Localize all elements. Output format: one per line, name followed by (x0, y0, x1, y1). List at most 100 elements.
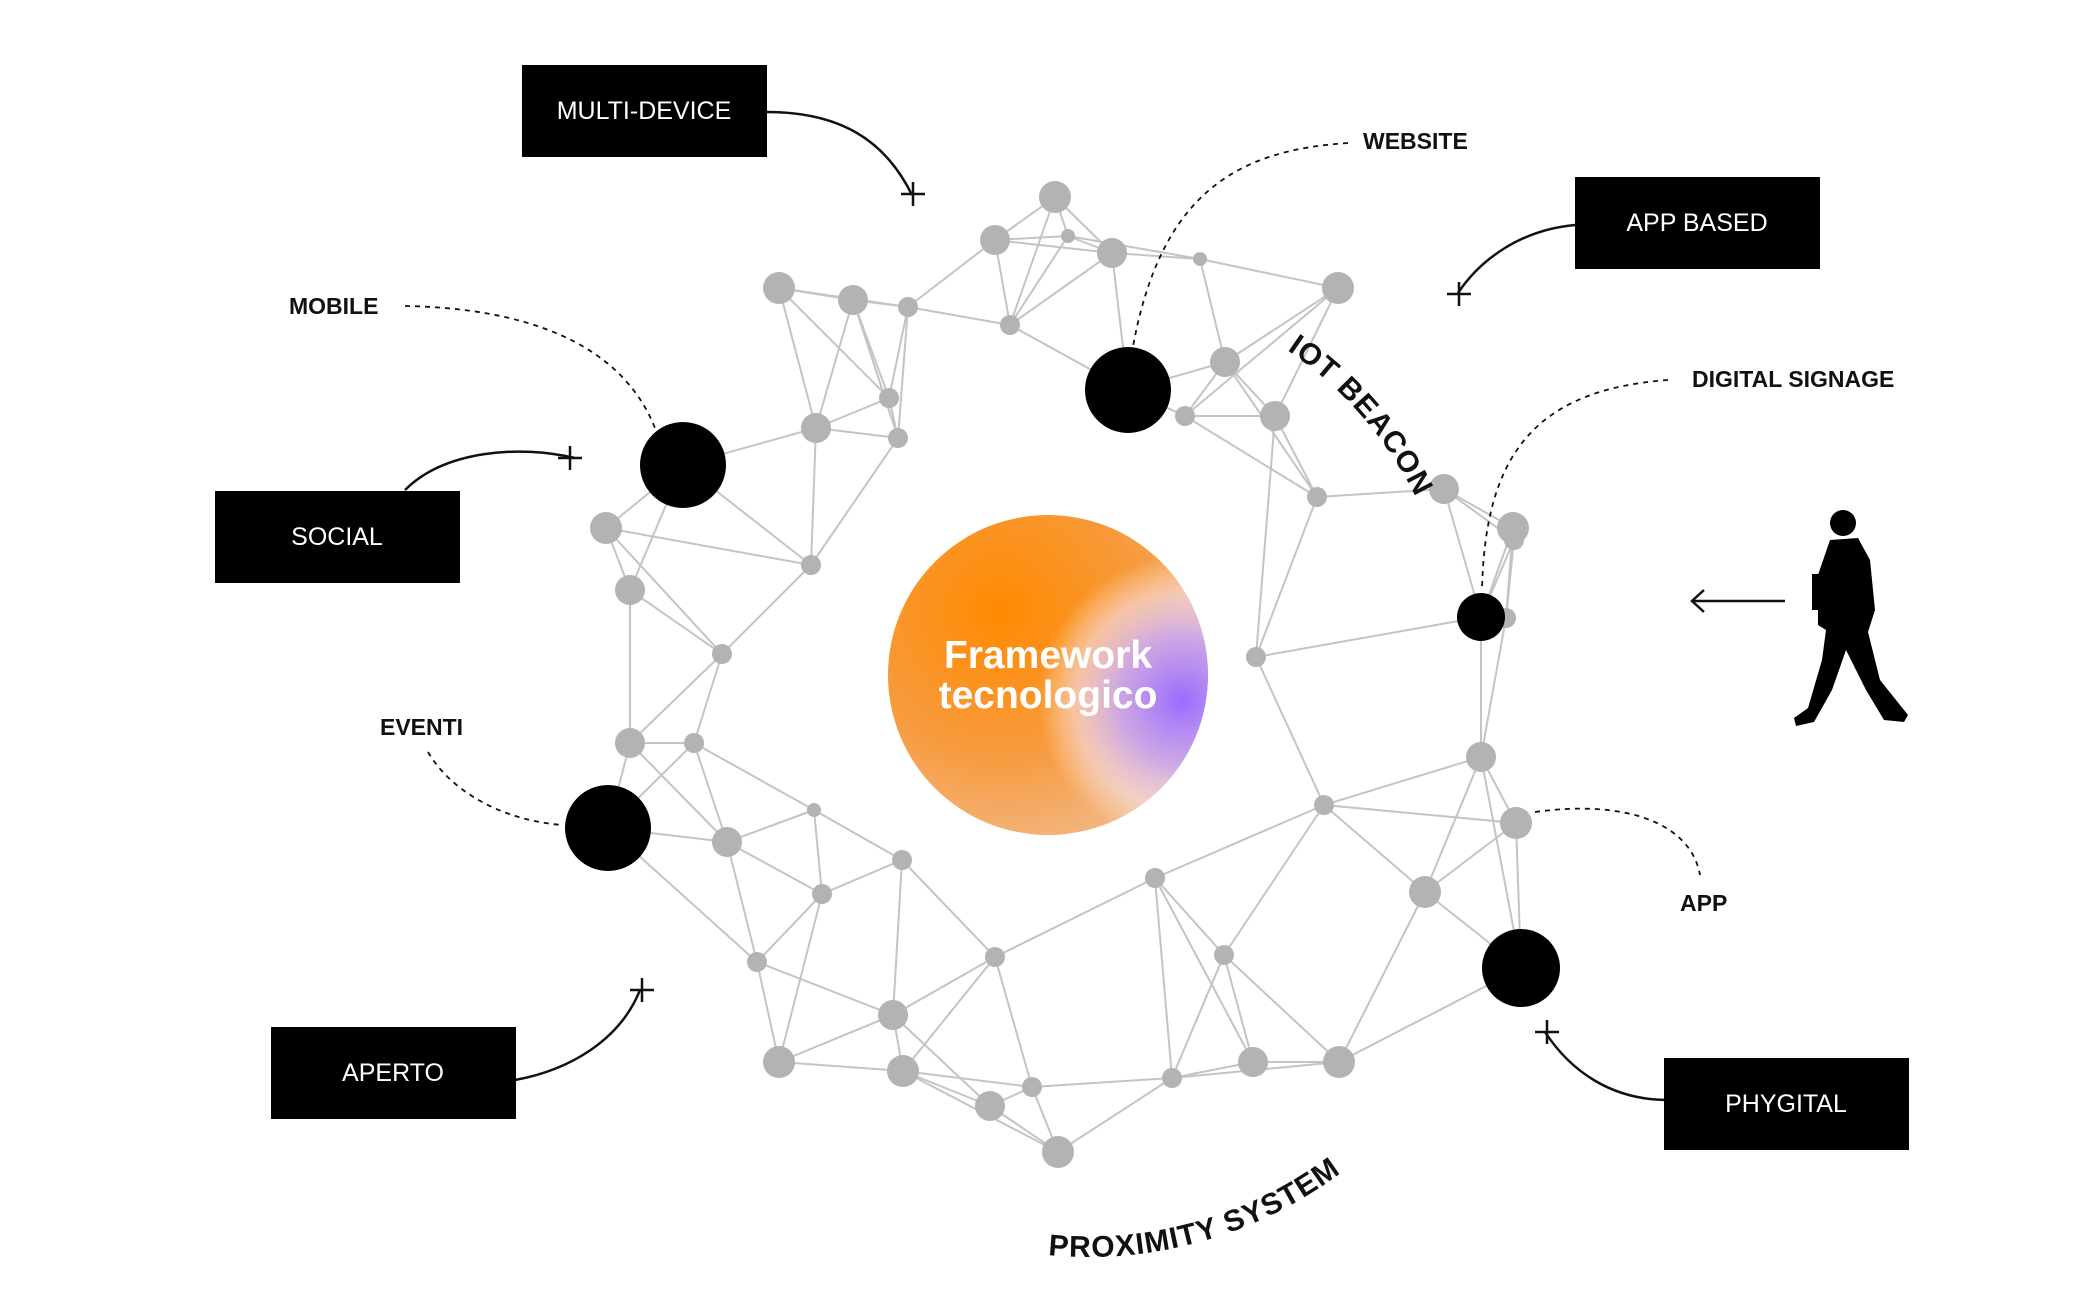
social-label: SOCIAL (291, 523, 383, 551)
network-node (1322, 272, 1354, 304)
network-edge (1338, 891, 1426, 1063)
mobile-label: MOBILE (289, 293, 378, 319)
network-node (892, 850, 912, 870)
network-edge (1154, 804, 1325, 879)
network-edge (693, 742, 728, 843)
network-node (615, 575, 645, 605)
network-edge (1154, 877, 1225, 956)
network-edge (897, 306, 909, 439)
app-label: APP (1680, 890, 1727, 916)
network-node (888, 428, 908, 448)
network-edge (810, 427, 817, 566)
network-edge (629, 742, 728, 843)
arrow-left-icon (1690, 589, 1785, 613)
network-edge (902, 956, 996, 1072)
network-node (763, 1046, 795, 1078)
network-edge (1255, 496, 1318, 658)
highlight-node (1085, 347, 1171, 433)
network-edge (810, 437, 899, 566)
network-node (747, 952, 767, 972)
network-edge (907, 239, 996, 308)
network-node (1238, 1047, 1268, 1077)
network-edge (1223, 954, 1254, 1063)
dashed-mobile (404, 305, 656, 429)
network-edge (892, 1014, 991, 1107)
network-node (1409, 876, 1441, 908)
network-node (1193, 252, 1207, 266)
network-node (879, 388, 899, 408)
app-based-box: APP BASED (1575, 177, 1820, 269)
center-circle: Framework tecnologico (888, 515, 1208, 835)
cross-marker (1535, 1020, 1559, 1044)
connector-app-based (1456, 223, 1576, 294)
network-edge (1067, 235, 1201, 260)
network-node (1314, 795, 1334, 815)
network-edge (994, 877, 1156, 958)
social-box: SOCIAL (215, 491, 460, 583)
network-edge (1031, 1077, 1173, 1088)
cross-marker (558, 446, 582, 470)
network-node (807, 803, 821, 817)
network-edge (852, 299, 899, 439)
network-edge (1255, 415, 1276, 658)
solid-connectors (404, 110, 1669, 1102)
phygital-label: PHYGITAL (1725, 1090, 1847, 1118)
walking-person-icon (1794, 510, 1908, 726)
network-edge (892, 956, 996, 1016)
connector-phygital (1543, 1031, 1669, 1102)
connector-multi-device (766, 110, 914, 196)
network-node (801, 413, 831, 443)
network-node (1260, 401, 1290, 431)
network-node (1323, 1046, 1355, 1078)
dashed-connectors (404, 142, 1701, 876)
network-edge (1505, 539, 1515, 619)
network-edge (1009, 235, 1069, 326)
network-node (1307, 487, 1327, 507)
cross-marker (630, 978, 654, 1002)
network-node (1214, 945, 1234, 965)
highlight-node (1482, 929, 1560, 1007)
network-node (812, 884, 832, 904)
network-node (1061, 229, 1075, 243)
network-node (1210, 347, 1240, 377)
network-edge (756, 893, 823, 963)
network-node (878, 1000, 908, 1030)
network-edge (1009, 252, 1113, 326)
network-edge (1255, 656, 1325, 806)
network-edge (1323, 804, 1426, 893)
cross-markers (558, 182, 1559, 1044)
network-edge (1480, 617, 1507, 758)
network-edge (994, 956, 1033, 1088)
network-node (590, 512, 622, 544)
network-node (980, 225, 1010, 255)
network-node (1000, 315, 1020, 335)
proximity-system-label: PROXIMITY SYSTEM (1047, 1151, 1345, 1264)
network-edge (1184, 415, 1318, 498)
network-edge (888, 306, 909, 399)
network-node (1039, 181, 1071, 213)
network-edge (726, 809, 815, 843)
network-edge (813, 809, 823, 895)
network-edge (1223, 804, 1325, 956)
eventi-label: EVENTI (380, 714, 463, 740)
network-edge (1154, 877, 1173, 1079)
network-edge (994, 239, 1113, 254)
network-edge (1184, 287, 1339, 417)
center-title-line1: Framework (944, 634, 1152, 677)
network-edge (1424, 822, 1517, 893)
network-edge (902, 1070, 1033, 1088)
network-edge (726, 841, 823, 895)
network-edge (693, 742, 815, 811)
network-edge (1171, 954, 1225, 1079)
network-node (801, 555, 821, 575)
connector-social (404, 450, 576, 491)
network-edge (907, 306, 1011, 326)
center-title-line2: tecnologico (939, 674, 1158, 717)
network-edge (1224, 287, 1339, 363)
connector-aperto (514, 989, 642, 1082)
network-edge (815, 299, 854, 429)
aperto-box: APERTO (271, 1027, 516, 1119)
dashed-website (1131, 142, 1349, 353)
network-edge (1274, 287, 1339, 417)
network-node (763, 272, 795, 304)
